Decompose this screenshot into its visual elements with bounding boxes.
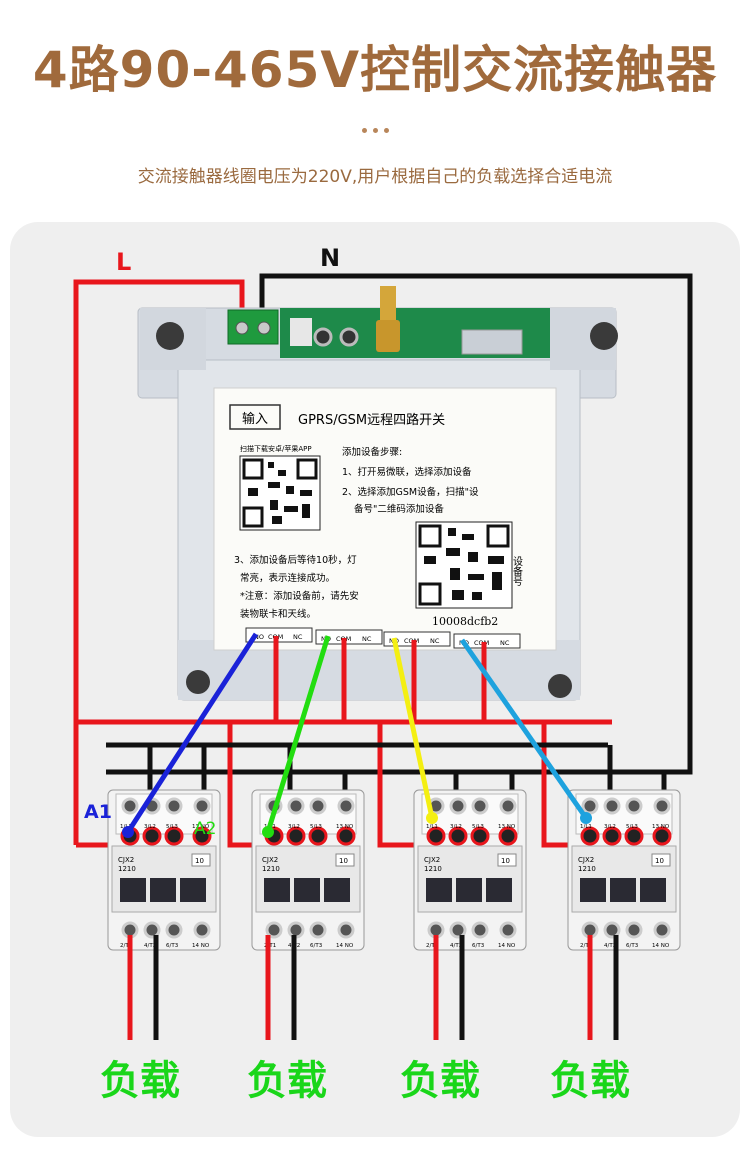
- c3-term-t3: 6/T3: [472, 943, 485, 949]
- ch3-nc: NC: [430, 637, 440, 645]
- c4-term-t2: 4/T2: [604, 943, 616, 949]
- c3-term-t2: 4/T2: [450, 943, 462, 949]
- app-qr-code: [239, 455, 321, 531]
- contactor-3: 1/L1 3/L2 5/L3 13 NO CJX2 1210 10 2/T1 4…: [413, 789, 527, 951]
- c3-model-2: 1210: [424, 865, 442, 873]
- relay-terminal-strip: NO COM NC NO COM NC NO COM NC NO COM NC: [245, 627, 521, 649]
- c3-term-14no: 14 NO: [498, 943, 516, 949]
- contactor-1: 1/L1 3/L2 5/L3 13 NO CJX2 1210 10 2/T1 4…: [107, 789, 221, 951]
- step-2a: 2、选择添加GSM设备，扫描"设: [342, 486, 479, 498]
- load-label-4: 负载: [550, 1058, 630, 1104]
- note-b: 装物联卡和天线。: [240, 608, 316, 620]
- step-1: 1、打开易微联，选择添加设备: [342, 466, 472, 478]
- c4-term-14no: 14 NO: [652, 943, 670, 949]
- c1-term-t1: 2/T1: [120, 943, 132, 949]
- neutral-label: N: [320, 244, 340, 272]
- c1-term-13no: 13 NO: [192, 824, 210, 830]
- neutral-wire-main: [106, 273, 693, 775]
- note-a: *注意：添加设备前，请先安: [240, 590, 359, 602]
- c4-model-1: CJX2: [578, 856, 594, 864]
- contactor-4: 1/L1 3/L2 5/L3 13 NO CJX2 1210 10 2/T1 4…: [567, 789, 681, 951]
- c3-term-13no: 13 NO: [498, 824, 516, 830]
- scan-hint: 扫描下载安卓/苹果APP: [240, 444, 312, 453]
- c2-term-l3: 5/L3: [310, 824, 322, 830]
- step-2b: 备号"二维码添加设备: [354, 503, 444, 515]
- contactor-2: 1/L1 3/L2 5/L3 13 NO CJX2 1210 10 2/T1 4…: [251, 789, 365, 951]
- ch3-coil-wire: [391, 637, 435, 819]
- module-label-card: 输入 GPRS/GSM远程四路开关 扫描下载安卓/苹果APP 添加设备步骤: 1…: [213, 387, 557, 651]
- ch2-nc: NC: [362, 635, 372, 643]
- step-3b: 常亮，表示连接成功。: [240, 572, 335, 584]
- c2-model-1: CJX2: [262, 856, 278, 864]
- c3-model-1: CJX2: [424, 856, 440, 864]
- c2-rating: 10: [339, 857, 348, 865]
- ch1-no: NO: [254, 633, 264, 641]
- c1-term-l2: 3/L2: [144, 824, 156, 830]
- coil-a2-label: A2: [194, 819, 216, 839]
- device-id: 10008dcfb2: [432, 615, 498, 628]
- c2-model-2: 1210: [262, 865, 280, 873]
- module-name: GPRS/GSM远程四路开关: [298, 412, 445, 428]
- coil-a1-label: A1: [84, 801, 112, 823]
- title-divider-dots: [0, 118, 750, 137]
- load-label-3: 负载: [400, 1058, 480, 1104]
- line-wire-main: [73, 279, 245, 845]
- ch4-coil-wire: [459, 638, 589, 820]
- c1-rating: 10: [195, 857, 204, 865]
- device-qr-code: [415, 521, 513, 609]
- input-label: 输入: [242, 411, 268, 427]
- c1-term-t3: 6/T3: [166, 943, 179, 949]
- c4-term-l3: 5/L3: [626, 824, 638, 830]
- c3-rating: 10: [501, 857, 510, 865]
- c2-term-l2: 3/L2: [288, 824, 300, 830]
- c2-term-13no: 13 NO: [336, 824, 354, 830]
- c1-term-l3: 5/L3: [166, 824, 178, 830]
- load-wires: [127, 935, 619, 1040]
- c3-term-l1: 1/L1: [426, 824, 438, 830]
- c3-term-t1: 2/T1: [426, 943, 438, 949]
- c1-term-t2: 4/T2: [144, 943, 156, 949]
- steps-title: 添加设备步骤:: [342, 446, 402, 458]
- line-label: L: [116, 248, 131, 276]
- load-label-2: 负载: [247, 1058, 327, 1104]
- device-label: 设备号: [511, 556, 523, 587]
- c4-term-13no: 13 NO: [652, 824, 670, 830]
- ch1-nc: NC: [293, 633, 303, 641]
- c2-term-t3: 6/T3: [310, 943, 323, 949]
- c1-model-2: 1210: [118, 865, 136, 873]
- c4-rating: 10: [655, 857, 664, 865]
- c3-term-l2: 3/L2: [450, 824, 462, 830]
- page-subtitle: 交流接触器线圈电压为220V,用户根据自己的负载选择合适电流: [137, 167, 613, 187]
- c4-model-2: 1210: [578, 865, 596, 873]
- load-label-1: 负载: [100, 1058, 180, 1104]
- ch1-coil-wire: [125, 632, 259, 834]
- ch2-coil-wire: [265, 635, 331, 833]
- step-3a: 3、添加设备后等待10秒，灯: [234, 554, 357, 566]
- c4-term-l2: 3/L2: [604, 824, 616, 830]
- c1-term-14no: 14 NO: [192, 943, 210, 949]
- page-title: 4路90-465V控制交流接触器: [32, 41, 718, 99]
- ch4-nc: NC: [500, 639, 510, 647]
- c4-term-t3: 6/T3: [626, 943, 639, 949]
- c4-term-l1: 1/L1: [580, 824, 592, 830]
- c2-term-14no: 14 NO: [336, 943, 354, 949]
- c4-term-t1: 2/T1: [580, 943, 592, 949]
- c3-term-l3: 5/L3: [472, 824, 484, 830]
- c1-model-1: CJX2: [118, 856, 134, 864]
